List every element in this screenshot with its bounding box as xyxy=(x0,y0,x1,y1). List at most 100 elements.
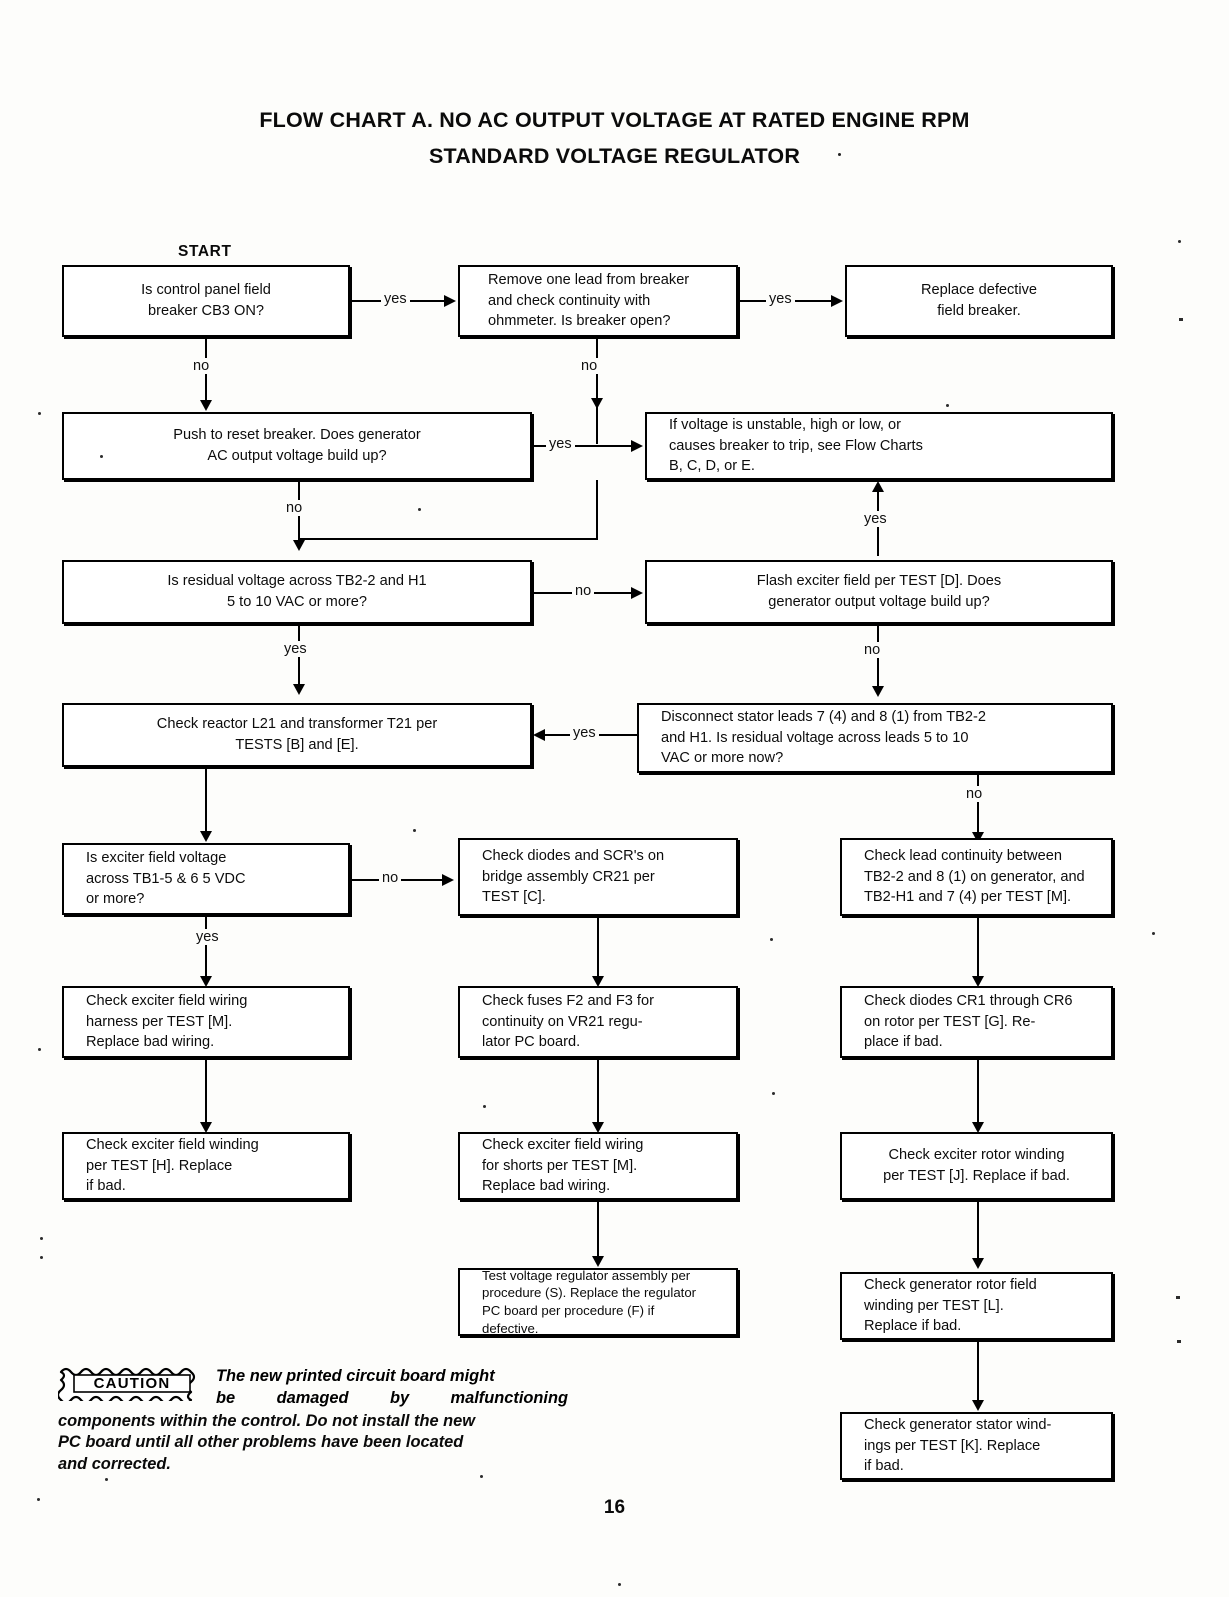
scan-speck xyxy=(1177,1340,1181,1343)
scan-speck xyxy=(1179,318,1183,321)
scan-speck xyxy=(40,1256,43,1259)
caution-line-2-word-4: malfunctioning xyxy=(450,1388,568,1407)
node-check-reactor-l21-transformer-t21[interactable]: Check reactor L21 and transformer T21 pe… xyxy=(62,703,532,767)
edge-n10-n13 xyxy=(205,915,207,982)
edge-n1-n4-arrowhead xyxy=(200,400,212,411)
edge-n20-n21 xyxy=(977,1340,979,1406)
node-test-voltage-regulator-assembly[interactable]: Test voltage regulator assembly per proc… xyxy=(458,1268,738,1336)
scan-speck xyxy=(770,938,773,941)
caution-line-2-word-3: by xyxy=(389,1388,410,1407)
node-text: Check generator stator wind- ings per TE… xyxy=(864,1416,1052,1475)
node-flash-exciter-field[interactable]: Flash exciter field per TEST [D]. Does g… xyxy=(645,560,1113,624)
scan-speck xyxy=(1152,932,1155,935)
edge-n14-n17-arrowhead xyxy=(592,1122,604,1133)
edge-n9-n12 xyxy=(977,773,979,838)
scan-speck xyxy=(618,1583,621,1586)
node-check-exciter-rotor-winding[interactable]: Check exciter rotor winding per TEST [J]… xyxy=(840,1132,1113,1200)
node-text: Replace defective field breaker. xyxy=(920,282,1037,319)
edge-n8-n10-arrowhead xyxy=(200,831,212,842)
edge-n13-n16 xyxy=(205,1058,207,1128)
scan-speck xyxy=(480,1475,483,1478)
edge-n2-down-arrowhead xyxy=(591,398,603,409)
edge-label-yes: yes xyxy=(570,725,599,741)
edge-n7-n5-arrowhead xyxy=(872,481,884,492)
node-residual-voltage-tb2-2-h1[interactable]: Is residual voltage across TB2-2 and H1 … xyxy=(62,560,532,624)
edge-n15-n18-arrowhead xyxy=(972,1122,984,1133)
page-number: 16 xyxy=(603,1497,626,1518)
edge-n10-n11-arrowhead xyxy=(442,874,454,886)
node-text: Check exciter field wiring for shorts pe… xyxy=(482,1136,644,1195)
scan-speck xyxy=(40,1237,43,1240)
node-check-exciter-field-wiring-harness[interactable]: Check exciter field wiring harness per T… xyxy=(62,986,350,1058)
edge-n4-n5 xyxy=(532,445,633,447)
caution-line-4: PC board until all other problems have b… xyxy=(58,1433,464,1452)
scan-artifact-dot xyxy=(838,153,841,156)
caution-note: CAUTION The new printed circuit board mi… xyxy=(58,1365,578,1476)
edge-n7-n9-arrowhead xyxy=(872,686,884,697)
scan-speck xyxy=(100,455,103,458)
scan-speck xyxy=(105,1478,108,1481)
caution-badge: CAUTION xyxy=(58,1365,206,1401)
node-check-fuses-f2-f3[interactable]: Check fuses F2 and F3 for continuity on … xyxy=(458,986,738,1058)
node-control-panel-breaker[interactable]: Is control panel field breaker CB3 ON? xyxy=(62,265,350,337)
node-text: Remove one lead from breaker and check c… xyxy=(488,271,690,330)
node-text: Check exciter field winding per TEST [H]… xyxy=(86,1136,259,1195)
node-text: Is residual voltage across TB2-2 and H1 … xyxy=(167,573,427,610)
node-text: Test voltage regulator assembly per proc… xyxy=(482,1267,697,1336)
scan-speck xyxy=(37,1498,40,1501)
edge-n10-n13-arrowhead xyxy=(200,976,212,987)
node-remove-lead-check-continuity[interactable]: Remove one lead from breaker and check c… xyxy=(458,265,738,337)
edge-label-no: no xyxy=(861,642,884,658)
node-exciter-field-voltage-tb1[interactable]: Is exciter field voltage across TB1-5 & … xyxy=(62,843,350,915)
node-check-diodes-cr1-cr6-rotor[interactable]: Check diodes CR1 through CR6 on rotor pe… xyxy=(840,986,1113,1058)
edge-n4-n5-arrowhead xyxy=(631,440,643,452)
caution-line-2: be damaged by malfunctioning xyxy=(216,1388,568,1410)
edge-label-no: no xyxy=(572,583,595,599)
node-check-exciter-field-winding[interactable]: Check exciter field winding per TEST [H]… xyxy=(62,1132,350,1200)
edge-n12-n15 xyxy=(977,916,979,982)
node-text: Push to reset breaker. Does generator AC… xyxy=(173,427,421,464)
edge-n14-n17 xyxy=(597,1058,599,1128)
edge-label-yes: yes xyxy=(381,291,410,307)
node-check-generator-stator-windings[interactable]: Check generator stator wind- ings per TE… xyxy=(840,1412,1113,1480)
scan-speck xyxy=(772,1092,775,1095)
edge-n7-n9 xyxy=(877,624,879,692)
edge-n17-n19-arrowhead xyxy=(592,1256,604,1267)
edge-label-no: no xyxy=(379,870,402,886)
node-voltage-unstable-see-flow-charts[interactable]: If voltage is unstable, high or low, or … xyxy=(645,412,1113,480)
edge-label-yes: yes xyxy=(766,291,795,307)
node-check-generator-rotor-field-winding[interactable]: Check generator rotor field winding per … xyxy=(840,1272,1113,1340)
edge-label-yes: yes xyxy=(193,929,222,945)
edge-label-no: no xyxy=(283,500,306,516)
node-check-lead-continuity[interactable]: Check lead continuity between TB2-2 and … xyxy=(840,838,1113,916)
page-title-line2: STANDARD VOLTAGE REGULATOR xyxy=(428,144,801,168)
node-text: Check reactor L21 and transformer T21 pe… xyxy=(156,716,438,753)
edge-n11-n14 xyxy=(597,916,599,982)
scan-speck xyxy=(38,1048,41,1051)
edge-n2-no-left xyxy=(298,538,598,540)
edge-n18-n20-arrowhead xyxy=(972,1258,984,1269)
edge-n2-n3-arrowhead xyxy=(831,295,843,307)
edge-n18-n20 xyxy=(977,1200,979,1262)
edge-n17-n19 xyxy=(597,1200,599,1260)
node-check-diodes-scr-bridge-cr21[interactable]: Check diodes and SCR's on bridge assembl… xyxy=(458,838,738,916)
edge-label-no: no xyxy=(190,358,213,374)
scan-speck xyxy=(418,508,421,511)
edge-label-yes: yes xyxy=(281,641,310,657)
edge-n11-n14-arrowhead xyxy=(592,976,604,987)
node-disconnect-stator-leads[interactable]: Disconnect stator leads 7 (4) and 8 (1) … xyxy=(637,703,1113,773)
scan-speck xyxy=(483,1105,486,1108)
start-label: START xyxy=(178,243,232,260)
caution-badge-label: CAUTION xyxy=(93,1374,171,1392)
node-replace-field-breaker[interactable]: Replace defective field breaker. xyxy=(845,265,1113,337)
node-push-reset-breaker[interactable]: Push to reset breaker. Does generator AC… xyxy=(62,412,532,480)
scan-speck xyxy=(1176,1296,1180,1299)
node-text: Disconnect stator leads 7 (4) and 8 (1) … xyxy=(661,708,986,767)
edge-n2-down xyxy=(596,337,598,444)
scan-speck xyxy=(38,412,41,415)
page-title-line1: FLOW CHART A. NO AC OUTPUT VOLTAGE AT RA… xyxy=(259,108,970,132)
node-text: If voltage is unstable, high or low, or … xyxy=(669,416,923,475)
edge-n20-n21-arrowhead xyxy=(972,1400,984,1411)
node-check-exciter-field-wiring-shorts[interactable]: Check exciter field wiring for shorts pe… xyxy=(458,1132,738,1200)
